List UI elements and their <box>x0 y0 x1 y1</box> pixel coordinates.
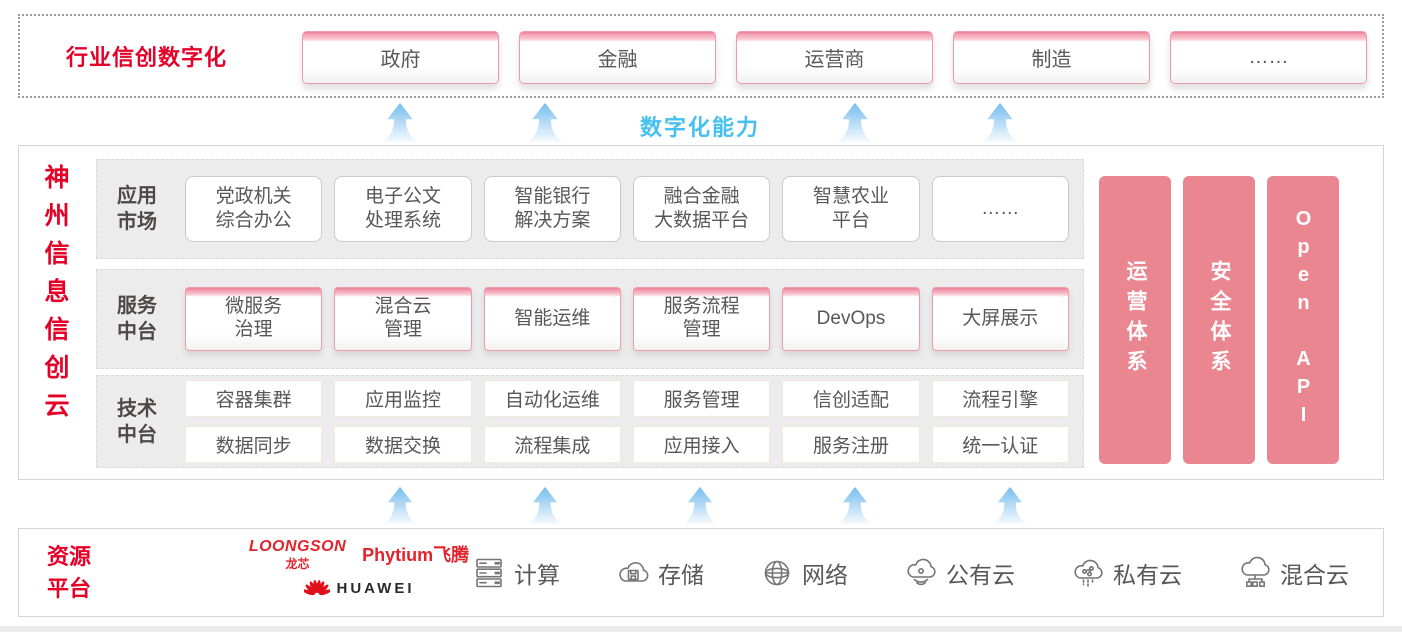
pillar-operations: 运营体系 <box>1099 176 1171 464</box>
service-box: 混合云 管理 <box>334 287 472 351</box>
industry-tab-more: …… <box>1170 31 1367 84</box>
network-globe-icon <box>764 560 790 585</box>
app-box: 智慧农业 平台 <box>782 176 920 242</box>
tech-box: 服务管理 <box>632 380 771 417</box>
app-box: 电子公文 处理系统 <box>334 176 472 242</box>
hybrid-cloud-icon <box>1241 556 1270 587</box>
up-arrow-icon <box>527 102 563 142</box>
platform-box: 神州信息信创云 应用 市场 党政机关 综合办公 电子公文 处理系统 智能银行 解… <box>18 145 1384 480</box>
resource-item-storage: 存储 <box>615 555 704 591</box>
compute-server-icon <box>476 558 502 587</box>
tech-box: 应用监控 <box>334 380 472 417</box>
up-arrow-icon <box>528 486 562 524</box>
capability-label: 数字化能力 <box>639 115 760 140</box>
app-market-label: 应用 市场 <box>117 185 157 233</box>
service-box: DevOps <box>782 287 920 351</box>
resource-item-hybrid-cloud: 混合云 <box>1237 555 1349 591</box>
industry-band: 行业信创数字化 政府 金融 运营商 制造 …… <box>18 14 1384 98</box>
industry-band-title: 行业信创数字化 <box>66 45 228 70</box>
vendor-logos: LOONGSON 龙芯 Phytium飞腾 <box>209 538 509 599</box>
service-platform-label: 服务 中台 <box>117 295 157 343</box>
up-arrow-icon <box>838 486 872 524</box>
up-arrow-icon <box>837 102 873 142</box>
resource-label: 资源 平台 <box>47 543 92 601</box>
app-market-row: 应用 市场 党政机关 综合办公 电子公文 处理系统 智能银行 解决方案 融合金融… <box>96 159 1084 259</box>
tech-platform-label: 技术 中台 <box>117 397 157 446</box>
loongson-logo: LOONGSON 龙芯 <box>248 538 347 571</box>
tech-box: 应用接入 <box>632 426 771 463</box>
resource-band: 资源 平台 LOONGSON 龙芯 Phytium飞腾 <box>18 528 1384 617</box>
service-box: 微服务 治理 <box>185 287 323 351</box>
service-box: 大屏展示 <box>931 287 1069 351</box>
tech-box: 数据交换 <box>334 426 472 463</box>
up-arrow-icon <box>982 102 1018 142</box>
resource-item-network: 网络 <box>759 555 848 591</box>
tech-box: 自动化运维 <box>483 380 621 417</box>
up-arrow-icon <box>683 486 717 524</box>
industry-tab-finance: 金融 <box>519 31 716 84</box>
tech-box: 容器集群 <box>185 380 323 417</box>
platform-title: 神州信息信创云 <box>41 164 69 430</box>
bottom-divider <box>0 626 1402 632</box>
tech-box: 服务注册 <box>782 426 920 463</box>
up-arrow-icon <box>383 486 417 524</box>
tech-box: 流程集成 <box>483 426 621 463</box>
up-arrow-icon <box>382 102 418 142</box>
tech-box: 统一认证 <box>931 426 1069 463</box>
industry-tab-government: 政府 <box>302 31 499 84</box>
industry-tab-carrier: 运营商 <box>736 31 933 84</box>
tech-box: 流程引擎 <box>931 380 1069 417</box>
huawei-logo: HUAWEI <box>303 577 415 599</box>
tech-box: 信创适配 <box>782 380 920 417</box>
service-platform-row: 服务 中台 微服务 治理 混合云 管理 智能运维 服务流程 管理 DevOps … <box>96 269 1084 369</box>
huawei-flower-icon <box>303 580 330 596</box>
phytium-logo: Phytium飞腾 <box>362 545 470 565</box>
public-cloud-icon <box>907 558 936 585</box>
pillar-open-api: Open API <box>1267 176 1339 464</box>
private-cloud-icon <box>1074 559 1103 587</box>
app-box-more: …… <box>931 176 1069 242</box>
tech-box: 数据同步 <box>185 426 323 463</box>
pillar-security: 安全体系 <box>1183 176 1255 464</box>
app-box: 智能银行 解决方案 <box>483 176 621 242</box>
service-box: 智能运维 <box>483 287 621 351</box>
storage-cloud-icon <box>619 561 649 582</box>
resource-item-public-cloud: 公有云 <box>903 555 1015 591</box>
up-arrow-icon <box>993 486 1027 524</box>
app-box: 党政机关 综合办公 <box>185 176 323 242</box>
resource-item-compute: 计算 <box>471 555 560 591</box>
app-box: 融合金融 大数据平台 <box>632 176 771 242</box>
tech-platform-row: 技术 中台 容器集群 应用监控 自动化运维 服务管理 信创适配 流程引擎 数据同… <box>96 375 1084 468</box>
resource-item-private-cloud: 私有云 <box>1070 555 1182 591</box>
industry-tab-manufacturing: 制造 <box>953 31 1150 84</box>
service-box: 服务流程 管理 <box>632 287 771 351</box>
